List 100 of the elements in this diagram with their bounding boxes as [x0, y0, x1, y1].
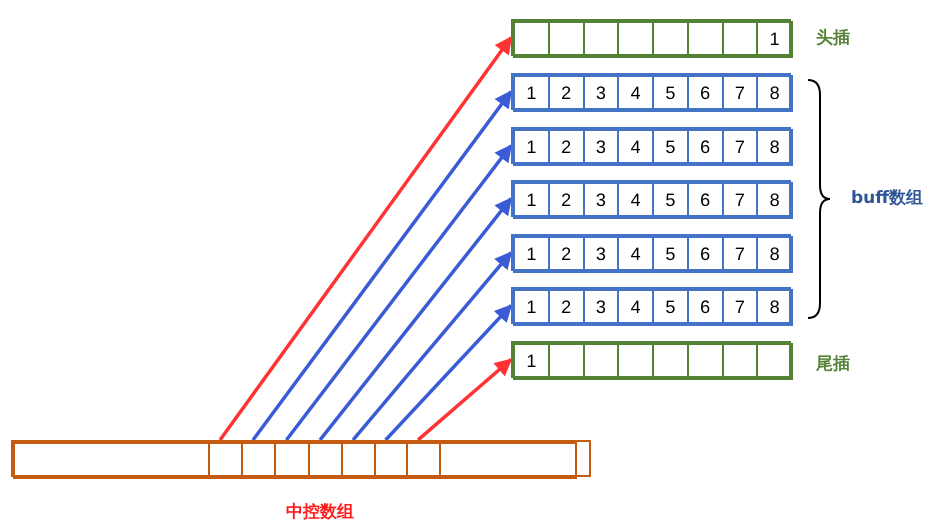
- array-cell: [756, 343, 793, 380]
- array-row: [511, 127, 791, 164]
- cell-value: 6: [700, 244, 710, 265]
- array-cell: [548, 343, 584, 380]
- array-cell: [652, 289, 689, 326]
- cell-value: 1: [526, 137, 536, 158]
- cell-value: 6: [700, 190, 710, 211]
- cell-value: 7: [734, 297, 745, 318]
- cell-value: 4: [630, 190, 641, 211]
- array-cell: [722, 289, 758, 326]
- cell-value: 7: [734, 244, 745, 265]
- cell-value: 1: [526, 244, 536, 265]
- array-cell: [722, 21, 758, 58]
- array-cell: [582, 236, 620, 273]
- array-cell: [241, 442, 276, 479]
- array-cell: [756, 236, 793, 273]
- cell-value: 1: [770, 29, 780, 50]
- cell-value: 2: [561, 190, 572, 211]
- array-cell: [374, 442, 408, 479]
- arrow: [285, 144, 512, 442]
- array-row: [511, 341, 791, 378]
- array-cell: [686, 236, 724, 273]
- array-cell: [756, 21, 793, 58]
- cell-value: 3: [596, 190, 606, 211]
- cell-value: 8: [770, 190, 780, 211]
- array-cell: [582, 21, 620, 58]
- array-cell: [652, 182, 689, 219]
- array-cell: [722, 182, 758, 219]
- array-cell: [513, 182, 550, 219]
- cell-value: 6: [700, 137, 710, 158]
- array-cell: [617, 236, 654, 273]
- array-row: [511, 73, 791, 110]
- array-cell: [652, 21, 689, 58]
- array-cell: [722, 236, 758, 273]
- cell-value: 2: [561, 137, 572, 158]
- array-cell: [548, 129, 584, 166]
- array-cell: [652, 343, 689, 380]
- cell-value: 1: [526, 351, 536, 372]
- cell-value: 1: [526, 190, 536, 211]
- cell-value: 3: [596, 137, 606, 158]
- array-cell: [617, 289, 654, 326]
- cell-value: 5: [665, 190, 676, 211]
- array-cell: [439, 442, 577, 479]
- array-cell: [756, 182, 793, 219]
- array-cell: [617, 129, 654, 166]
- array-cell: [617, 75, 654, 112]
- arrow: [318, 197, 512, 442]
- array-cell: [686, 343, 724, 380]
- array-cell: [686, 75, 724, 112]
- array-cell: [756, 75, 793, 112]
- array-cell: [582, 289, 620, 326]
- cell-value: 5: [665, 244, 676, 265]
- array-cell: [617, 182, 654, 219]
- array-row: [11, 440, 591, 477]
- array-cell: [617, 343, 654, 380]
- arrow: [384, 304, 512, 442]
- array-cell: [513, 236, 550, 273]
- cell-value: 7: [734, 83, 745, 104]
- array-cell: [686, 182, 724, 219]
- array-cell: [548, 75, 584, 112]
- array-cell: [513, 75, 550, 112]
- array-cell: [406, 442, 441, 479]
- cell-value: 8: [770, 244, 780, 265]
- array-cell: [756, 289, 793, 326]
- array-cell: [513, 289, 550, 326]
- cell-value: 4: [630, 297, 641, 318]
- cell-value: 7: [734, 190, 745, 211]
- cell-value: 6: [700, 83, 710, 104]
- array-cell: [582, 129, 620, 166]
- array-caption: 头插: [816, 27, 850, 49]
- array-cell: [722, 75, 758, 112]
- cell-value: 5: [665, 297, 676, 318]
- cell-value: 4: [630, 137, 641, 158]
- array-cell: [513, 129, 550, 166]
- array-caption: 中控数组: [286, 501, 354, 523]
- cell-value: 3: [596, 83, 606, 104]
- cell-value: 7: [734, 137, 745, 158]
- cell-value: 3: [596, 244, 606, 265]
- array-cell: [274, 442, 310, 479]
- array-cell: [513, 343, 550, 380]
- cell-value: 8: [770, 83, 780, 104]
- array-cell: [513, 21, 550, 58]
- group-label: buff数组: [851, 187, 924, 209]
- array-cell: [13, 442, 210, 479]
- array-cell: [686, 21, 724, 58]
- array-cell: [617, 21, 654, 58]
- array-cell: [582, 75, 620, 112]
- array-caption: 尾插: [816, 353, 850, 375]
- cell-value: 1: [526, 297, 536, 318]
- array-cell: [548, 236, 584, 273]
- arrow: [252, 90, 512, 442]
- cell-value: 3: [596, 297, 606, 318]
- cell-value: 8: [770, 137, 780, 158]
- cell-value: 6: [700, 297, 710, 318]
- array-cell: [308, 442, 343, 479]
- cell-value: 2: [561, 83, 572, 104]
- cell-value: 5: [665, 83, 676, 104]
- arrow: [416, 358, 512, 442]
- array-cell: [582, 343, 620, 380]
- cell-value: 1: [526, 83, 536, 104]
